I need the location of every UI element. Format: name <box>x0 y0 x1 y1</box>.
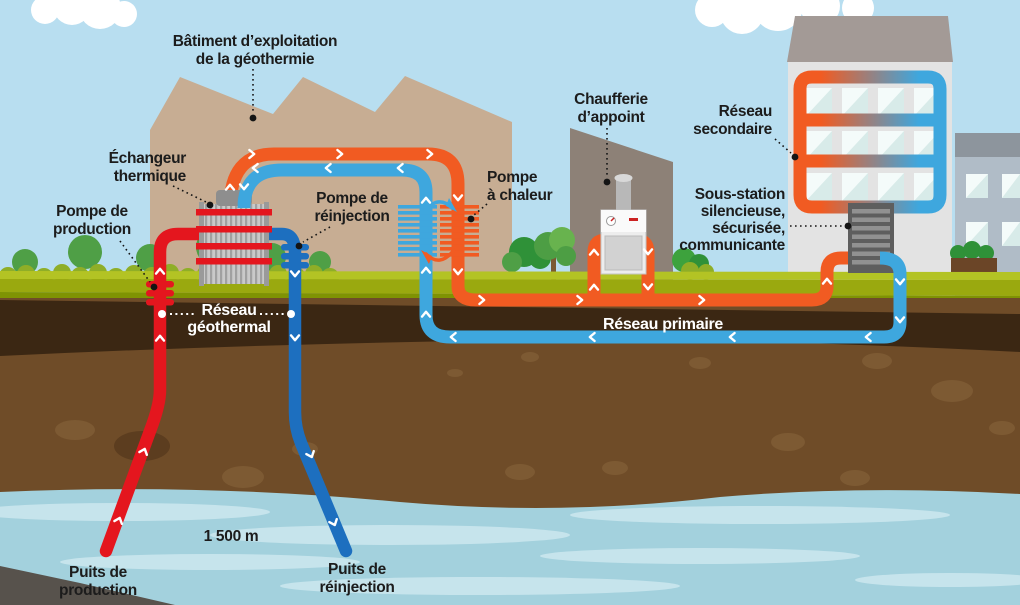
primary-cold-pipe <box>237 163 907 344</box>
label-pompe-production: Pompe de <box>56 203 128 220</box>
heat-exchanger <box>196 190 272 286</box>
label-pompe-chaleur: Pompe <box>487 169 538 186</box>
heat-pump-coil-hot <box>440 205 479 257</box>
primary-hot-pipe <box>223 147 862 307</box>
label-echangeur: Échangeur <box>109 150 187 167</box>
bedrock <box>0 566 175 605</box>
label-reseau-primaire: Réseau primaire <box>603 316 723 333</box>
svg-text:production: production <box>59 582 137 599</box>
svg-text:de la géothermie: de la géothermie <box>196 51 315 68</box>
production-pump <box>146 281 174 306</box>
geothermal-hot-pipe <box>99 227 217 558</box>
rock-blobs <box>55 352 1015 488</box>
svg-text:communicante: communicante <box>679 237 785 254</box>
exchanger-bars <box>196 209 272 265</box>
label-batiment: Bâtiment d’exploitation <box>173 33 337 50</box>
label-connectors <box>119 69 852 291</box>
label-sous-station: Sous-station <box>695 186 785 203</box>
secondary-network-pipe <box>793 70 947 214</box>
boiler <box>600 174 647 275</box>
svg-text:silencieuse,: silencieuse, <box>701 203 785 220</box>
svg-text:sécurisée,: sécurisée, <box>712 220 785 237</box>
label-pompe-reinjection: Pompe de <box>316 190 388 207</box>
depth-label: 1 500 m <box>204 528 259 545</box>
svg-text:à chaleur: à chaleur <box>487 187 553 204</box>
aquifer-streaks <box>0 503 1020 595</box>
soil-dark-layer <box>0 300 1020 356</box>
svg-text:réinjection: réinjection <box>319 579 394 596</box>
svg-text:d’appoint: d’appoint <box>577 109 644 126</box>
svg-text:réinjection: réinjection <box>314 208 389 225</box>
heat-pump-coil-cold <box>398 205 437 257</box>
svg-text:géothermal: géothermal <box>187 319 270 336</box>
svg-text:secondaire: secondaire <box>693 121 773 138</box>
svg-text:production: production <box>53 221 131 238</box>
cloud-left <box>31 0 137 29</box>
label-reseau-secondaire: Réseau <box>719 103 772 120</box>
svg-text:thermique: thermique <box>114 168 187 185</box>
boiler-chimney <box>616 178 631 214</box>
label-reseau-geothermal: Réseau <box>201 302 256 319</box>
heat-pump-cycle-arrows <box>421 198 457 264</box>
reinjection-pump <box>281 244 309 269</box>
apartment-roof <box>787 16 953 62</box>
hedge-planter <box>950 241 997 276</box>
labels: Bâtiment d’exploitation de la géothermie… <box>53 33 786 599</box>
label-puits-production: Puits de <box>69 564 128 581</box>
network-markers <box>158 310 295 318</box>
label-puits-reinjection: Puits de <box>328 561 387 578</box>
label-chaufferie: Chaufferie <box>574 91 648 108</box>
geothermal-cold-pipe <box>251 227 353 558</box>
